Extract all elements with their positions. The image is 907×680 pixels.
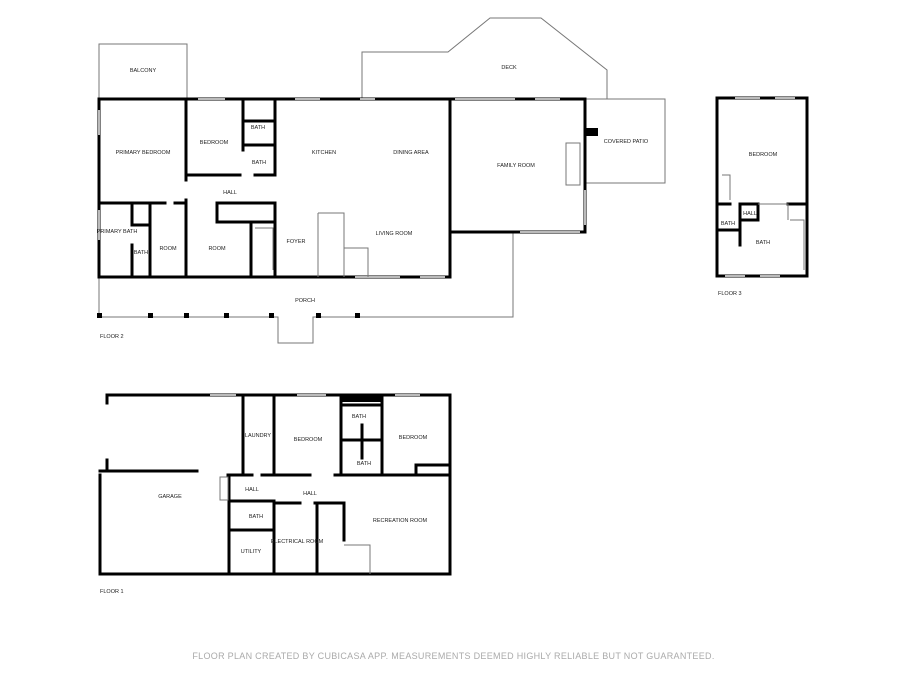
family-room-walls: [448, 97, 587, 234]
windows: [725, 97, 795, 277]
room-label: BATH: [252, 160, 266, 166]
room-label: ROOM: [208, 246, 226, 252]
room-label: BATH: [134, 250, 148, 256]
room-label: LIVING ROOM: [376, 231, 413, 237]
floor-label: FLOOR 2: [100, 334, 124, 340]
room-label: BATH: [721, 221, 735, 227]
room-label: BATH: [756, 240, 770, 246]
room-label: PRIMARY BEDROOM: [116, 150, 171, 156]
room-label: DINING AREA: [393, 150, 429, 156]
room-label: BEDROOM: [399, 435, 428, 441]
deck-outline: [361, 17, 608, 99]
room-label: HALL: [743, 211, 757, 217]
room-label: BEDROOM: [294, 437, 323, 443]
interior-walls: [98, 393, 452, 576]
room-label: BATH: [357, 461, 371, 467]
room-label: BEDROOM: [200, 140, 229, 146]
room-label: UTILITY: [241, 549, 262, 555]
porch-outline: [98, 232, 514, 344]
disclaimer-footer: FLOOR PLAN CREATED BY CUBICASA APP. MEAS…: [192, 651, 715, 661]
room-label: PRIMARY BATH: [97, 229, 138, 235]
balcony-outline: [98, 43, 188, 99]
floor-3: BEDROOM HALL BATH BATH FLOOR 3: [715, 96, 809, 297]
covered-patio-outline: [585, 98, 666, 184]
room-label: BATH: [352, 414, 366, 420]
room-label: ROOM: [159, 246, 177, 252]
stairs-and-fireplace: [255, 142, 581, 277]
room-label: DECK: [501, 65, 517, 71]
room-label: PORCH: [295, 298, 315, 304]
room-label: LAUNDRY: [245, 433, 272, 439]
room-label: COVERED PATIO: [604, 139, 649, 145]
stairs-and-door: [219, 476, 371, 574]
room-label: ELECTRICAL ROOM: [271, 539, 324, 545]
room-label: FOYER: [287, 239, 306, 245]
porch-posts: [97, 313, 360, 318]
room-label: HALL: [245, 487, 259, 493]
room-label: BATH: [249, 514, 263, 520]
interior-walls: [97, 97, 277, 279]
counter: [341, 396, 382, 402]
floor-1: LAUNDRY BEDROOM BATH BEDROOM BATH GARAGE…: [98, 393, 452, 595]
stairs: [722, 174, 805, 270]
room-label: BATH: [251, 125, 265, 131]
room-label: HALL: [303, 491, 317, 497]
floor-1-exterior-walls: [98, 393, 452, 576]
room-label: GARAGE: [158, 494, 182, 500]
floor-label: FLOOR 3: [718, 291, 742, 297]
room-label: KITCHEN: [312, 150, 336, 156]
room-label: FAMILY ROOM: [497, 163, 535, 169]
room-label: RECREATION ROOM: [373, 518, 428, 524]
room-label: BALCONY: [130, 68, 157, 74]
windows: [98, 98, 586, 278]
room-label: HALL: [223, 190, 237, 196]
interior-walls: [715, 202, 809, 247]
floor-2: BALCONY PRIMARY BEDROOM BEDROOM BATH BAT…: [97, 17, 666, 344]
room-label: BEDROOM: [749, 152, 778, 158]
chimney: [584, 128, 598, 136]
floor-label: FLOOR 1: [100, 589, 124, 595]
